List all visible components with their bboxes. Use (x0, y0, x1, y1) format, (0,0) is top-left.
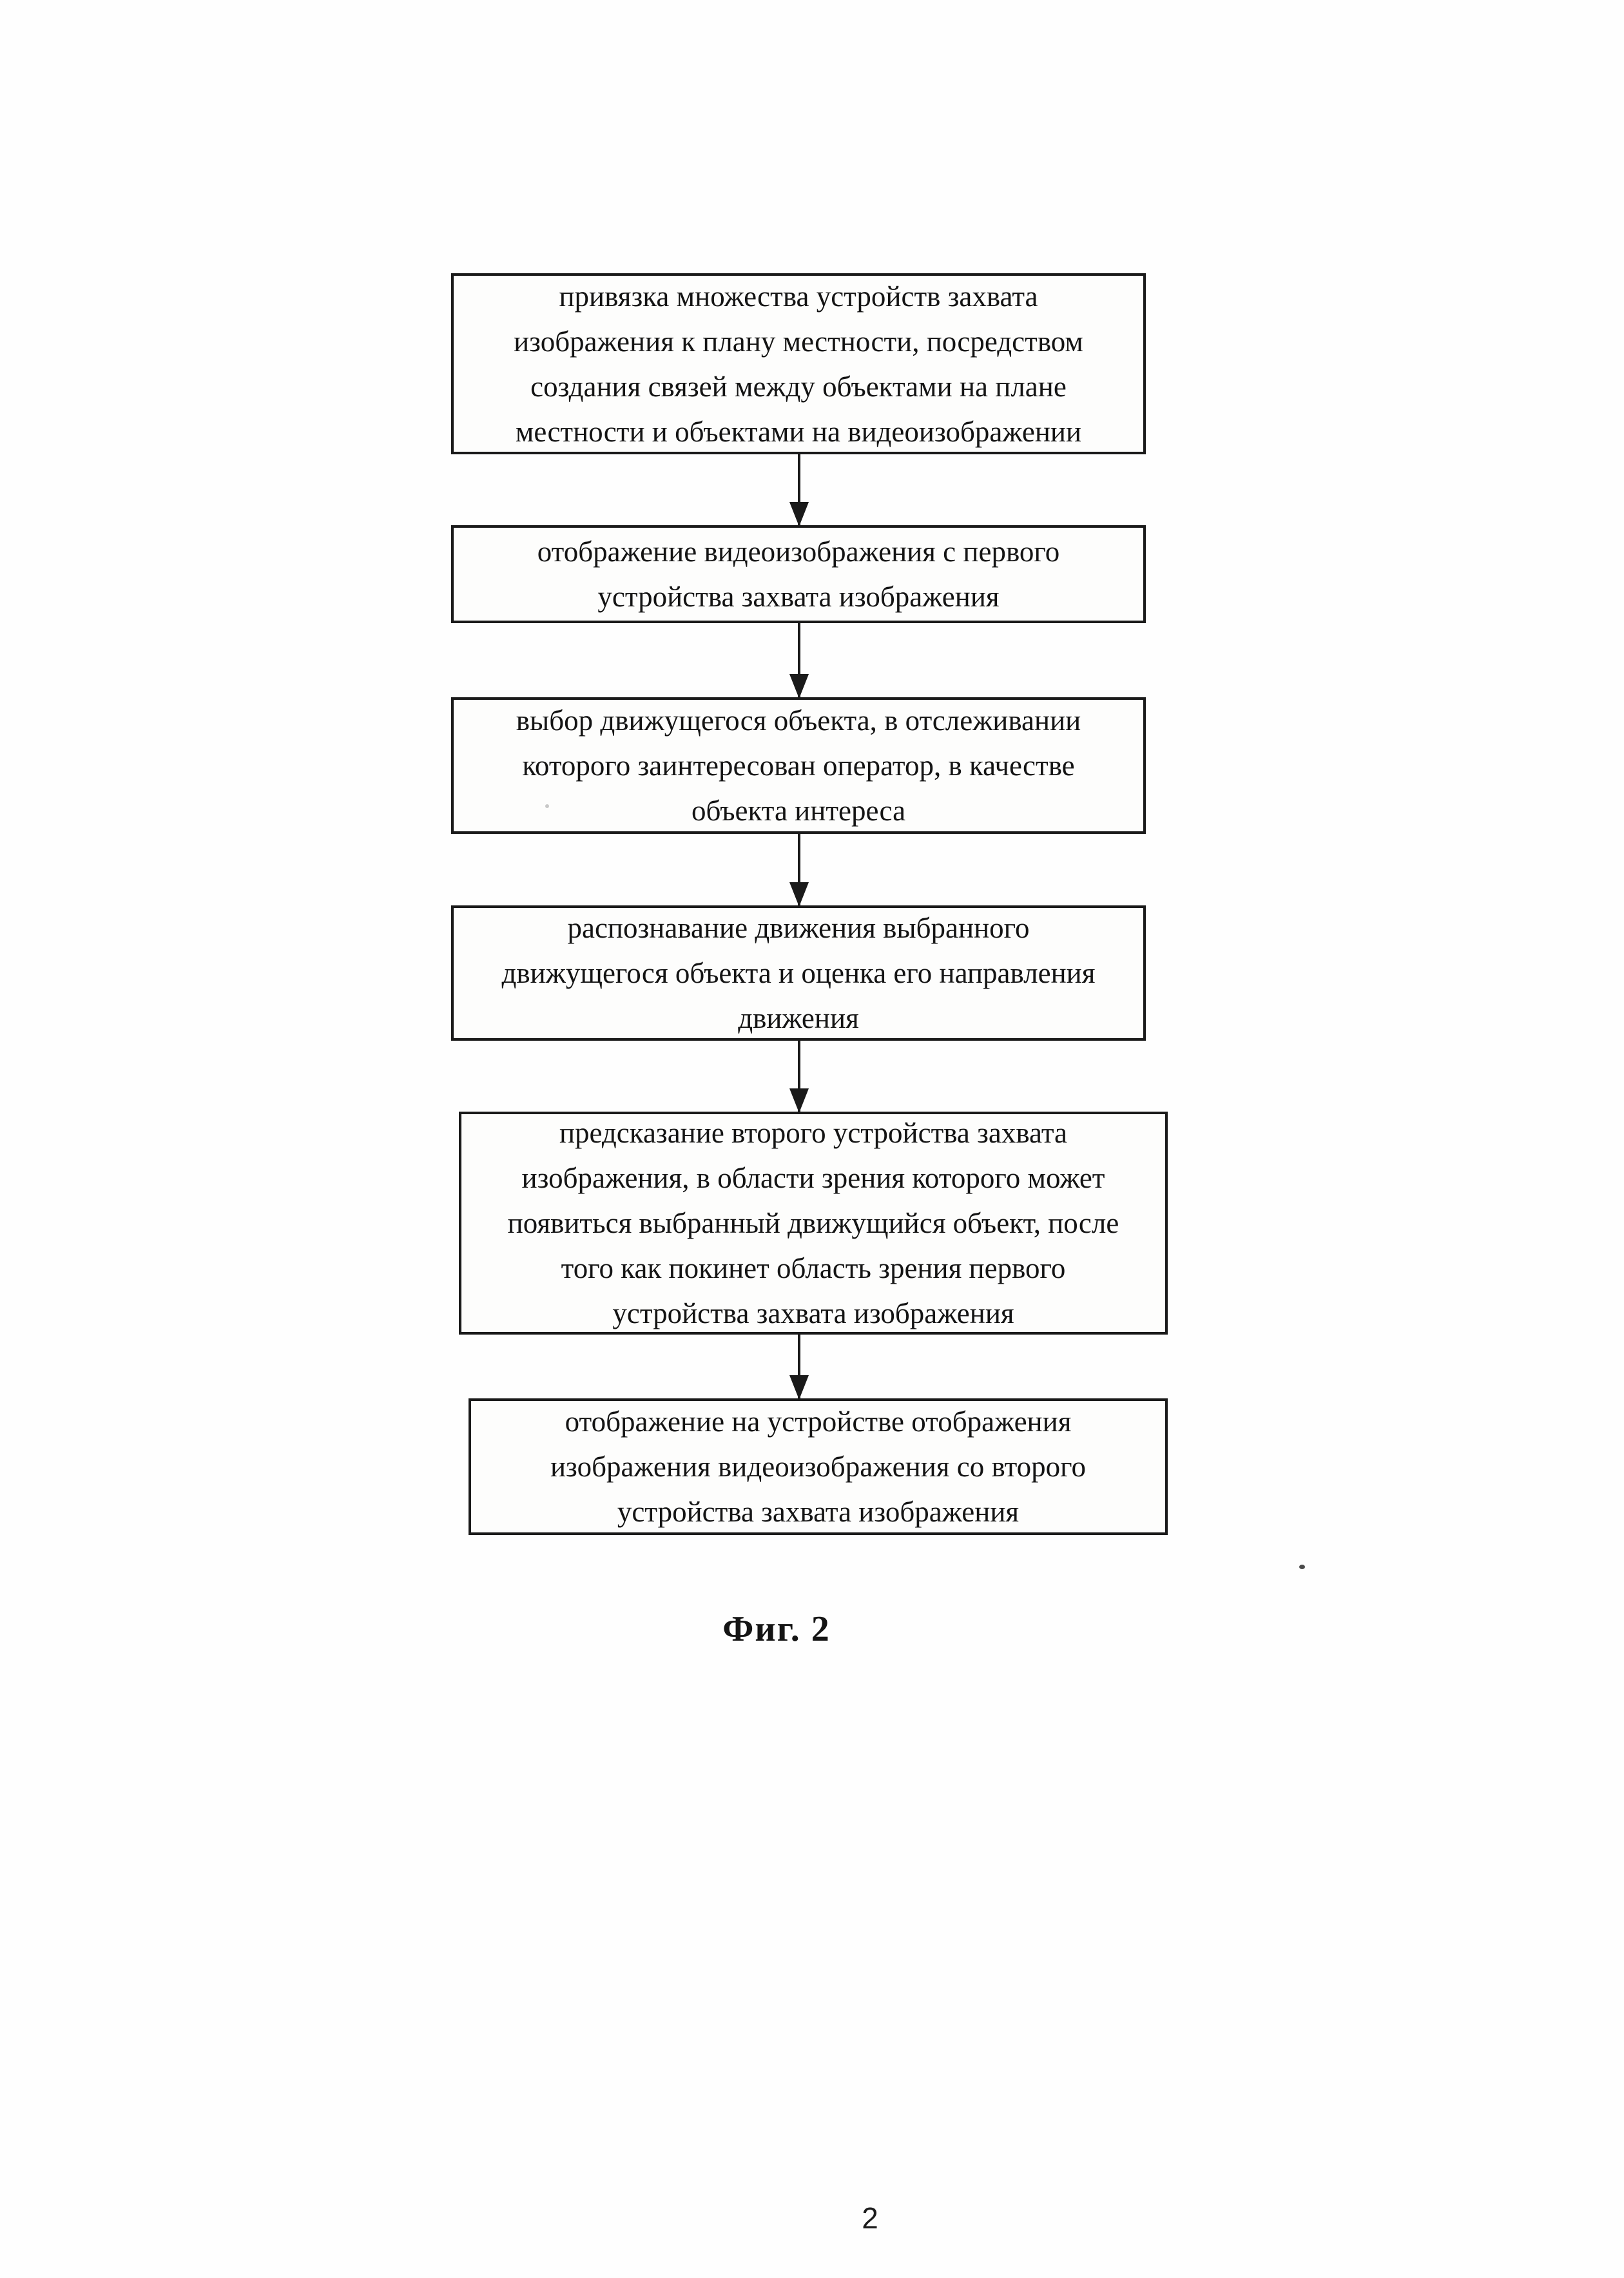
arrowhead-icon (789, 1375, 809, 1400)
flow-step-4-text: распознавание движения выбранного движущ… (501, 912, 1096, 1034)
flow-step-4: распознавание движения выбранного движущ… (451, 905, 1146, 1041)
flow-step-3-text: выбор движущегося объекта, в отслеживани… (516, 704, 1081, 827)
down-arrow-icon (789, 622, 809, 699)
figure-caption: Фиг. 2 (722, 1609, 831, 1649)
flow-step-1: привязка множества устройств захвата изо… (451, 273, 1146, 454)
down-arrow-icon (789, 453, 809, 526)
down-arrow-icon (789, 833, 809, 907)
down-arrow-icon (789, 1039, 809, 1113)
down-arrow-icon (789, 1333, 809, 1400)
flow-step-2-text: отображение видеоизображения с первого у… (537, 536, 1060, 613)
flow-step-6: отображение на устройстве отображения из… (469, 1398, 1168, 1535)
page-number: 2 (862, 2201, 878, 2235)
scan-speck (545, 804, 549, 808)
flow-step-6-text: отображение на устройстве отображения из… (550, 1405, 1087, 1528)
arrowhead-icon (789, 1088, 809, 1113)
scan-speck (1299, 1565, 1305, 1569)
arrowhead-icon (789, 674, 809, 699)
flow-step-5: предсказание второго устройства захвата … (459, 1112, 1168, 1335)
arrowhead-icon (789, 502, 809, 526)
arrowhead-icon (789, 882, 809, 907)
flow-step-5-text: предсказание второго устройства захвата … (507, 1117, 1119, 1329)
flow-step-2: отображение видеоизображения с первого у… (451, 525, 1146, 623)
flow-step-3: выбор движущегося объекта, в отслеживани… (451, 697, 1146, 834)
flow-step-1-text: привязка множества устройств захвата изо… (514, 280, 1083, 448)
